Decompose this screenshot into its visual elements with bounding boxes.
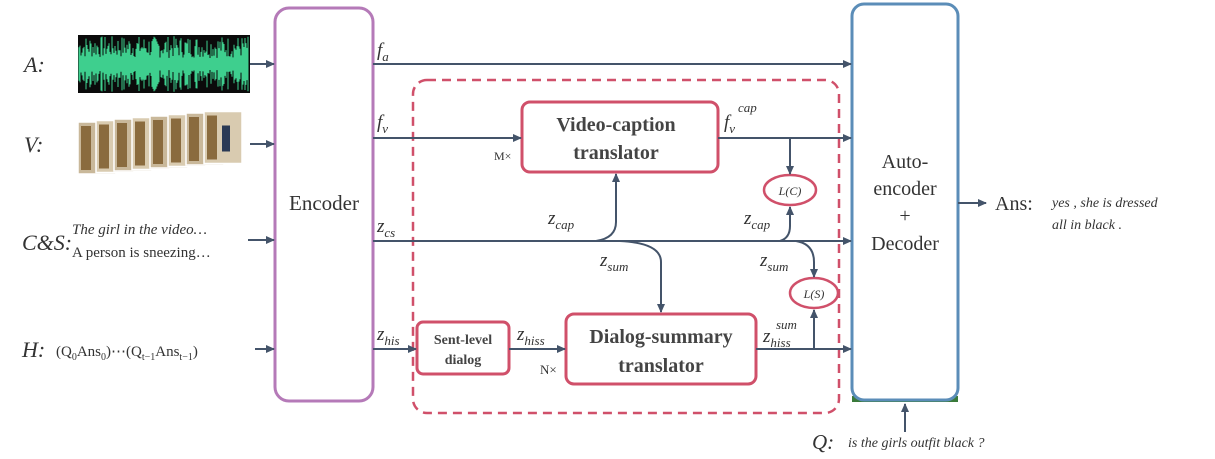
zsum-down-arrow bbox=[619, 240, 665, 313]
history-label: H: bbox=[21, 337, 45, 362]
ae-line4: Decoder bbox=[871, 233, 939, 255]
zsum2-down-arrow bbox=[795, 240, 818, 278]
sent-level-line2: dialog bbox=[445, 353, 482, 368]
fcap-label: fvcap bbox=[724, 100, 757, 136]
zcap-up-arrow bbox=[595, 173, 620, 242]
ae-line3: + bbox=[899, 205, 910, 227]
zhis-label: zhis bbox=[376, 324, 400, 348]
encoder-label: Encoder bbox=[289, 191, 359, 215]
cs-line1: The girl in the video… bbox=[72, 222, 207, 238]
audio-label: A: bbox=[22, 52, 45, 77]
zcap-label: zcap bbox=[547, 208, 575, 232]
translator-region bbox=[411, 78, 841, 415]
video-caption-line2: translator bbox=[573, 142, 659, 164]
video-caption-line1: Video-caption bbox=[556, 114, 675, 136]
cs-label: C&S: bbox=[22, 230, 72, 255]
zsum2-label: zsum bbox=[759, 250, 788, 274]
zcap2-up-arrow bbox=[779, 206, 794, 242]
answer-line1: yes , she is dressed bbox=[1050, 196, 1159, 211]
video-frames bbox=[77, 110, 243, 175]
answer-label: Ans: bbox=[995, 193, 1033, 215]
fv-label: fv bbox=[377, 112, 388, 136]
question-label: Q: bbox=[812, 430, 834, 454]
question-text: is the girls outfit black ? bbox=[848, 436, 985, 451]
m-times-label: M× bbox=[494, 149, 511, 163]
zsum-label: zsum bbox=[599, 250, 628, 274]
video-label: V: bbox=[24, 132, 43, 157]
encoder-block bbox=[273, 6, 375, 403]
loss-c-ellipse bbox=[762, 173, 818, 207]
sent-level-line1: Sent-level bbox=[434, 333, 492, 348]
zsumhiss-label: zhisssum bbox=[762, 317, 797, 350]
fa-label: fa bbox=[377, 40, 389, 64]
ae-line1: Auto- bbox=[882, 151, 929, 173]
loss-s-label: L(S) bbox=[803, 287, 825, 301]
ae-line2: encoder bbox=[873, 178, 937, 200]
zcap2-label: zcap bbox=[743, 208, 771, 232]
loss-c-label: L(C) bbox=[778, 184, 802, 198]
loss-s-ellipse bbox=[788, 276, 840, 310]
zhiss-label: zhiss bbox=[516, 324, 545, 348]
zcs-label: zcs bbox=[376, 216, 395, 240]
n-times-label: N× bbox=[540, 362, 557, 377]
history-sequence: (Q0Ans0)⋯(Qt−1Anst−1) bbox=[56, 344, 198, 363]
cs-line2: A person is sneezing… bbox=[72, 245, 211, 261]
dialog-summary-line2: translator bbox=[618, 355, 704, 377]
dialog-summary-line1: Dialog-summary bbox=[589, 326, 732, 348]
arrows bbox=[248, 60, 987, 432]
autoencoder-decoder-block bbox=[850, 2, 960, 402]
answer-line2: all in black . bbox=[1052, 218, 1122, 233]
audio-waveform bbox=[78, 35, 250, 93]
